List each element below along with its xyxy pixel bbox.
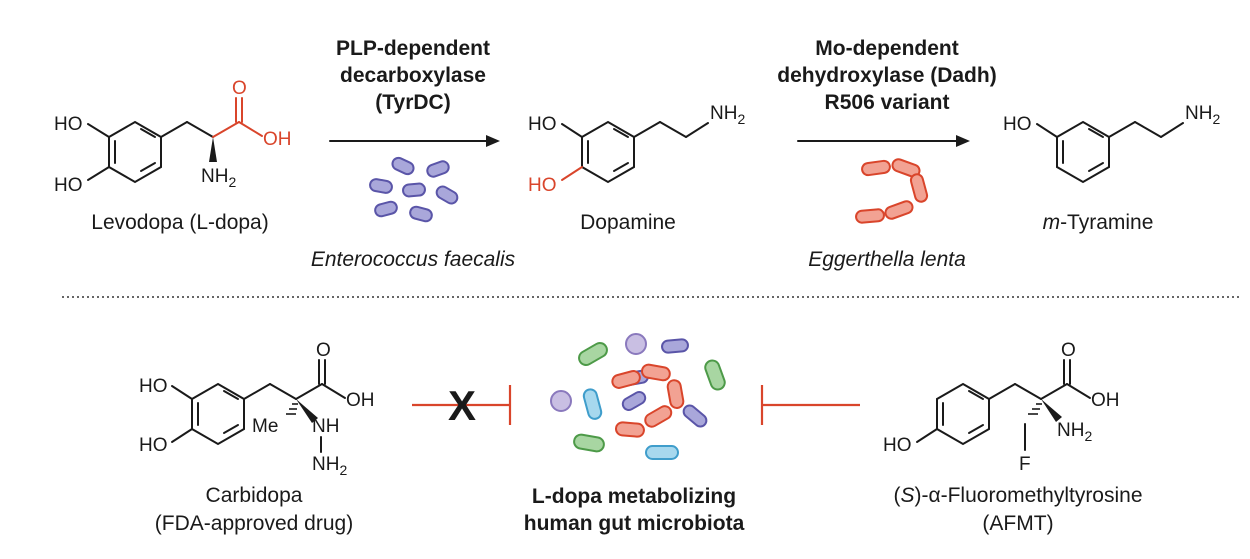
carbidopa-label: Carbidopa: [206, 484, 303, 507]
atom-label: NH2: [1057, 420, 1092, 444]
afmt-label: (S)-α-Fluoromethyltyrosine: [893, 484, 1142, 507]
carbidopa-structure: HO HO O OH Me NH NH2: [139, 340, 375, 478]
enzyme1-line2: decarboxylase: [340, 64, 486, 87]
enzyme2-line3: R506 variant: [825, 91, 950, 114]
tyramine-prefix: m: [1043, 211, 1061, 234]
dopamine-label: Dopamine: [580, 211, 676, 234]
stereo-hash: [1028, 403, 1042, 415]
enzyme1-organism: Enterococcus faecalis: [311, 248, 516, 271]
atom-label: NH: [312, 416, 339, 437]
atom-label: O: [316, 340, 331, 361]
afmt-name: )-α-Fluoromethyltyrosine: [914, 484, 1142, 507]
atom-subscript: 2: [1084, 428, 1092, 444]
enzyme2-line1: Mo-dependent: [815, 37, 958, 60]
atom-label: HO: [139, 435, 168, 456]
microbiota-label: L-dopa metabolizing: [532, 485, 736, 508]
atom-label: NH: [710, 103, 737, 124]
dopamine-ring: [581, 120, 635, 184]
eggerthella-cells: [855, 158, 929, 224]
atom-label: HO: [139, 376, 168, 397]
atom-subscript: 2: [339, 462, 347, 478]
atom-label: OH: [263, 129, 292, 150]
stereo-hash: [286, 403, 298, 415]
atom-label: NH2: [312, 454, 347, 478]
atom-label: NH: [1057, 420, 1084, 441]
atom-subscript: 2: [228, 174, 236, 190]
atom-label: HO: [528, 175, 557, 196]
atom-label: OH: [346, 390, 375, 411]
atom-label: NH2: [201, 166, 236, 190]
enterococcus-cells: [369, 156, 459, 223]
afmt-paren-open: (: [893, 484, 900, 507]
tyramine-ring: [1056, 120, 1110, 184]
afmt-structure: HO O OH NH2 F: [883, 340, 1120, 475]
carbidopa-ring: [191, 382, 245, 446]
atom-label: HO: [1003, 114, 1032, 135]
atom-label: HO: [528, 114, 557, 135]
enzyme1-line3: (TyrDC): [375, 91, 450, 114]
atom-label: NH: [1185, 103, 1212, 124]
blocked-x-mark: X: [448, 382, 476, 429]
levodopa-ring: [108, 120, 162, 184]
enzyme1-line1: PLP-dependent: [336, 37, 490, 60]
gut-microbiota-cells: [550, 333, 726, 460]
stereo-wedge: [296, 399, 318, 423]
microbiota-sublabel: human gut microbiota: [524, 512, 745, 535]
atom-label: HO: [883, 435, 912, 456]
atom-subscript: 2: [1212, 111, 1220, 127]
enzyme2-organism: Eggerthella lenta: [808, 248, 966, 271]
atom-label: NH: [201, 166, 228, 187]
atom-label: HO: [54, 114, 83, 135]
levodopa-label: Levodopa (L-dopa): [91, 211, 268, 234]
atom-label: NH2: [1185, 103, 1220, 127]
afmt-sublabel: (AFMT): [982, 512, 1053, 535]
atom-label: Me: [252, 416, 278, 437]
afmt-ring: [936, 382, 990, 446]
atom-label: NH2: [710, 103, 745, 127]
levodopa-structure: HO HO O OH NH2: [54, 78, 292, 196]
atom-label: O: [1061, 340, 1076, 361]
arrowhead-1: [486, 135, 500, 147]
atom-label: HO: [54, 175, 83, 196]
stereo-wedge: [209, 137, 217, 162]
dopamine-structure: HO HO NH2: [528, 103, 745, 196]
atom-subscript: 2: [737, 111, 745, 127]
afmt-stereo: S: [900, 484, 914, 507]
tyramine-name: -Tyramine: [1060, 211, 1153, 234]
tyramine-structure: HO NH2: [1003, 103, 1220, 184]
stereo-wedge: [1041, 399, 1062, 422]
arrowhead-2: [956, 135, 970, 147]
atom-label: F: [1019, 454, 1031, 475]
atom-label: OH: [1091, 390, 1120, 411]
atom-label: NH: [312, 454, 339, 475]
enzyme2-line2: dehydroxylase (Dadh): [777, 64, 996, 87]
carbidopa-sublabel: (FDA-approved drug): [155, 512, 353, 535]
tyramine-label: m-Tyramine: [1043, 211, 1154, 234]
atom-label: O: [232, 78, 247, 99]
